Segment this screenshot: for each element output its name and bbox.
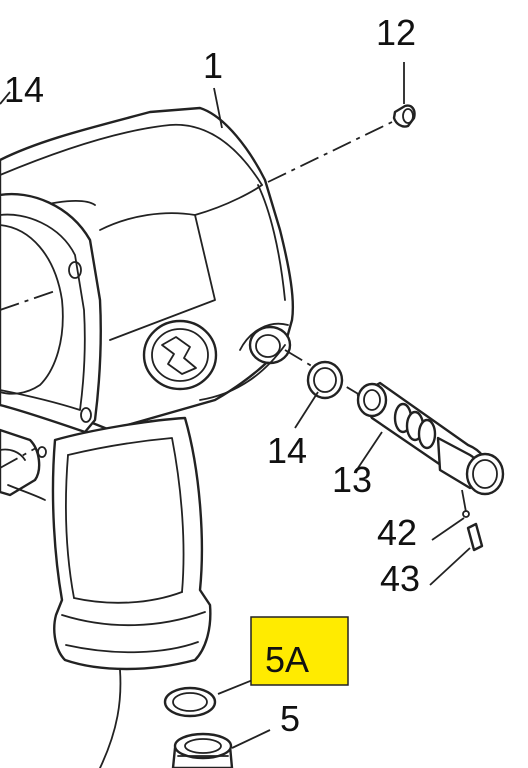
label-part-5: 5 xyxy=(280,698,300,739)
plug-part-12 xyxy=(392,62,416,128)
handle-grip xyxy=(51,416,212,768)
pin-part-42 xyxy=(431,489,470,541)
inlet-fitting-part-5 xyxy=(171,729,271,768)
label-part-5a: 5A xyxy=(265,639,309,680)
valve-part-13 xyxy=(356,381,505,496)
label-part-43: 43 xyxy=(380,558,420,599)
label-part-14: 14 xyxy=(267,430,307,471)
label-part-12: 12 xyxy=(376,12,416,53)
label-part-42: 42 xyxy=(377,512,417,553)
housing-part-1 xyxy=(0,106,295,501)
logo-badge-icon xyxy=(142,319,218,391)
spring-part-43 xyxy=(429,522,484,586)
label-part-1: 1 xyxy=(203,45,223,86)
leader-part-1 xyxy=(213,87,223,129)
o-ring-part-14 xyxy=(294,360,344,429)
leader-part-14-top xyxy=(0,91,11,105)
part-5a-highlight-box xyxy=(250,616,349,686)
axis-line-part-12 xyxy=(267,121,393,183)
label-part-14-top: 14 xyxy=(4,69,44,110)
o-ring-part-5a xyxy=(163,674,266,718)
label-part-13: 13 xyxy=(332,459,372,500)
